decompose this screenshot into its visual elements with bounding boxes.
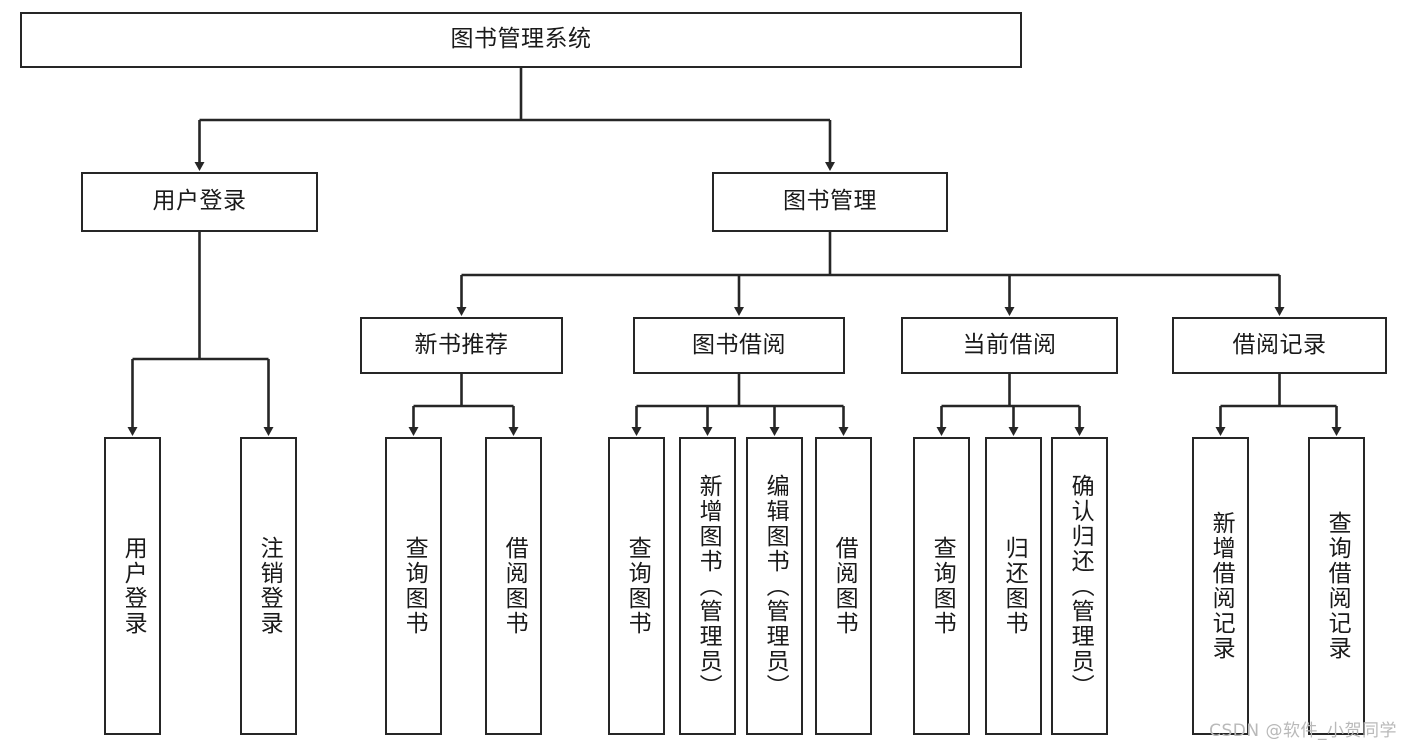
node-leaf-return-book[interactable]: 归还图书 bbox=[985, 437, 1042, 735]
node-label: 查询图书 bbox=[624, 536, 651, 636]
node-label: 图书管理系统 bbox=[450, 26, 592, 53]
connector-edges bbox=[127, 68, 1342, 436]
node-leaf-edit-book[interactable]: 编辑图书（管理员） bbox=[746, 437, 803, 735]
node-leaf-add-book[interactable]: 新增图书（管理员） bbox=[679, 437, 736, 735]
node-leaf-borrow-book-2[interactable]: 借阅图书 bbox=[815, 437, 872, 735]
node-book-manage[interactable]: 图书管理 bbox=[712, 172, 948, 232]
node-user-login[interactable]: 用户登录 bbox=[81, 172, 318, 232]
node-new-book-recommend[interactable]: 新书推荐 bbox=[360, 317, 563, 374]
node-label: 用户登录 bbox=[152, 188, 247, 215]
node-leaf-query-book-2[interactable]: 查询图书 bbox=[608, 437, 665, 735]
node-label: 当前借阅 bbox=[962, 331, 1057, 358]
node-label: 归还图书 bbox=[1001, 536, 1028, 636]
node-leaf-confirm-return[interactable]: 确认归还（管理员） bbox=[1051, 437, 1108, 735]
node-label: 借阅记录 bbox=[1232, 331, 1327, 358]
node-label: 图书管理 bbox=[783, 188, 877, 215]
node-label: 确认归还（管理员） bbox=[1067, 473, 1094, 699]
node-leaf-borrow-book-1[interactable]: 借阅图书 bbox=[485, 437, 542, 735]
watermark-label: CSDN @软件_小贺同学 bbox=[1209, 721, 1397, 741]
node-label: 查询图书 bbox=[401, 536, 428, 636]
node-leaf-query-book-1[interactable]: 查询图书 bbox=[385, 437, 442, 735]
node-leaf-query-book-3[interactable]: 查询图书 bbox=[913, 437, 970, 735]
node-current-borrow[interactable]: 当前借阅 bbox=[901, 317, 1118, 374]
node-label: 新增图书（管理员） bbox=[695, 473, 722, 699]
node-label: 新增借阅记录 bbox=[1208, 511, 1235, 661]
node-root[interactable]: 图书管理系统 bbox=[20, 12, 1022, 68]
node-label: 查询借阅记录 bbox=[1324, 511, 1351, 661]
node-borrow-record[interactable]: 借阅记录 bbox=[1172, 317, 1387, 374]
node-leaf-add-record[interactable]: 新增借阅记录 bbox=[1192, 437, 1249, 735]
node-label: 图书借阅 bbox=[692, 331, 786, 358]
node-label: 借阅图书 bbox=[831, 536, 858, 636]
node-label: 用户登录 bbox=[120, 536, 147, 636]
node-leaf-query-record[interactable]: 查询借阅记录 bbox=[1308, 437, 1365, 735]
node-label: 注销登录 bbox=[256, 536, 283, 636]
node-label: 查询图书 bbox=[929, 536, 956, 636]
node-book-borrow[interactable]: 图书借阅 bbox=[633, 317, 845, 374]
node-label: 借阅图书 bbox=[501, 536, 528, 636]
node-leaf-user-login[interactable]: 用户登录 bbox=[104, 437, 161, 735]
node-label: 编辑图书（管理员） bbox=[762, 473, 789, 699]
node-leaf-logout[interactable]: 注销登录 bbox=[240, 437, 297, 735]
node-label: 新书推荐 bbox=[414, 331, 509, 358]
